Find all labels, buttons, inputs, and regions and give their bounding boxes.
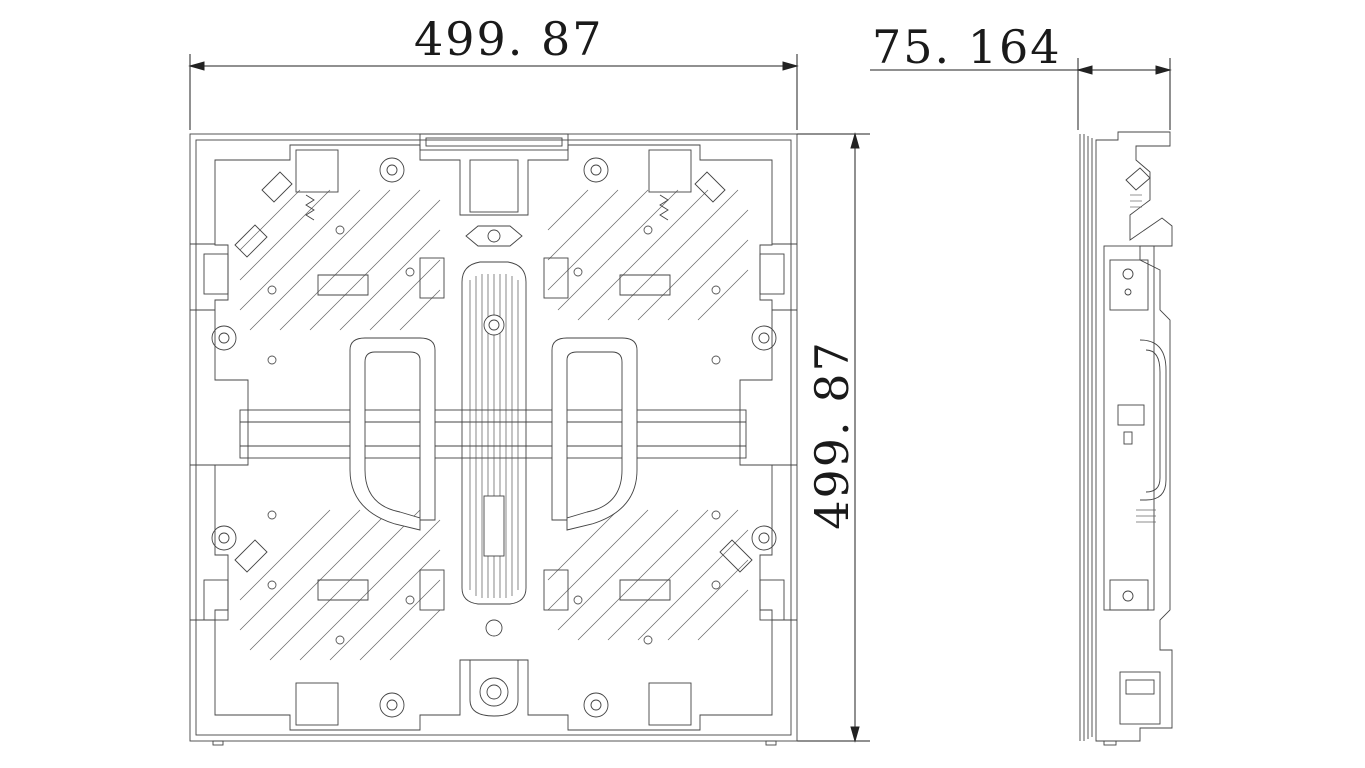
height-dimension-line xyxy=(797,132,870,743)
depth-dimension-label: 75. 164 xyxy=(872,20,1062,74)
width-dimension-line xyxy=(188,54,799,130)
panel-front-view xyxy=(189,133,798,746)
depth-dimension-line xyxy=(870,58,1172,130)
panel-side-view xyxy=(1079,131,1173,746)
width-dimension-label: 499. 87 xyxy=(414,12,604,66)
